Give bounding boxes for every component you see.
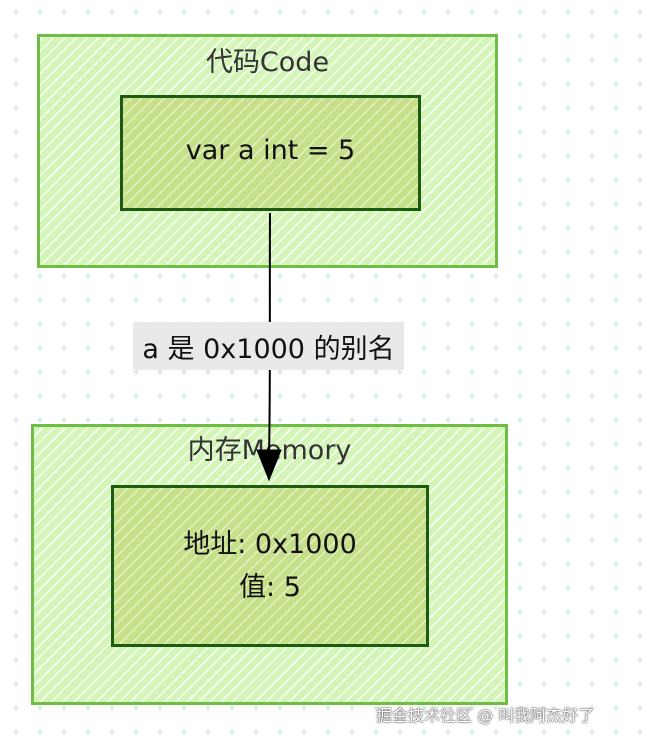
code-statement-box[interactable]: var a int = 5 — [120, 95, 421, 211]
memory-cell-box[interactable]: 地址: 0x1000 值: 5 — [111, 485, 429, 647]
watermark: 掘金技术社区 @ 叫我阿杰好了 — [376, 706, 595, 725]
code-container[interactable]: 代码Code var a int = 5 — [37, 34, 498, 268]
alias-edge-label[interactable]: a 是 0x1000 的别名 — [133, 322, 404, 370]
code-statement-text: var a int = 5 — [185, 135, 356, 167]
memory-container-title: 内存Memory — [187, 435, 352, 466]
memory-value-text: 值: 5 — [239, 572, 301, 603]
code-container-title: 代码Code — [205, 47, 330, 78]
memory-container[interactable]: 内存Memory 地址: 0x1000 值: 5 — [31, 424, 508, 705]
memory-address-text: 地址: 0x1000 — [183, 528, 357, 560]
